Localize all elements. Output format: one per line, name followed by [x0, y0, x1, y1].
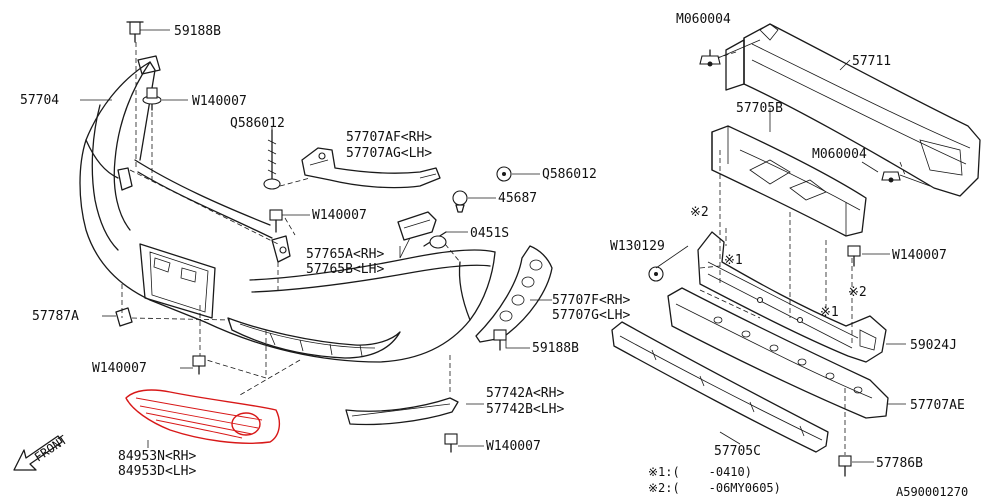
label-m060004-a: M060004: [676, 12, 731, 27]
label-57765a: 57765A<RH>: [306, 247, 384, 262]
label-57707af: 57707AF<RH>: [346, 130, 432, 145]
label-57711: 57711: [852, 54, 891, 69]
clip-w130129-icon: [648, 266, 664, 282]
label-w130129: W130129: [610, 239, 665, 254]
bracket-57765a: [397, 211, 437, 241]
label-84953n: 84953N<RH>: [118, 449, 196, 464]
drawing-code: A590001270: [896, 485, 968, 497]
bumper-face-57704: [79, 55, 496, 363]
label-57765b: 57765B<LH>: [306, 262, 384, 277]
reinforcement-57711: [725, 23, 981, 197]
fasteners: [115, 21, 901, 477]
clip-57787a-icon: [115, 307, 133, 327]
bolt-m060004-b-icon: [881, 171, 901, 183]
bracket-57742a: [345, 397, 459, 426]
label-57705b: 57705B: [736, 101, 783, 116]
under-cover-57705c: [611, 321, 829, 453]
label-59188b-b: 59188B: [532, 341, 579, 356]
label-m060004-b: M060004: [812, 147, 867, 162]
label-star1-b: ※1: [820, 305, 839, 320]
label-57707ag: 57707AG<LH>: [346, 146, 432, 161]
label-star2-a: ※2: [690, 205, 709, 220]
beam-59024j: [697, 231, 887, 363]
label-star2-b: ※2: [848, 285, 867, 300]
clip-59188b-top-icon: [126, 21, 144, 43]
label-w140007-e: W140007: [892, 248, 947, 263]
label-q586012-a: Q586012: [230, 116, 285, 131]
part-labels: 59188B 57704 W140007 Q586012 57707AF<RH>…: [20, 12, 968, 497]
label-57742a: 57742A<RH>: [486, 386, 564, 401]
label-57704: 57704: [20, 93, 59, 108]
label-q586012-b: Q586012: [542, 167, 597, 182]
leader-lines: [80, 29, 906, 463]
clip-w140007-e-icon: [847, 245, 861, 267]
label-w140007-d: W140007: [486, 439, 541, 454]
label-57786b: 57786B: [876, 456, 923, 471]
screw-q586012-a-icon: [263, 129, 281, 190]
reference-lines-right: [699, 51, 906, 455]
label-57707f: 57707F<RH>: [552, 293, 630, 308]
label-0451s: 0451S: [470, 226, 509, 241]
bracket-57707af: [301, 147, 441, 189]
clip-w140007-a-icon: [142, 87, 162, 111]
label-57707g: 57707G<LH>: [552, 308, 630, 323]
grommet-45687-icon: [452, 190, 468, 213]
reference-lines-left: [121, 42, 461, 396]
side-trim-57707f: [475, 245, 553, 343]
front-arrow: [13, 435, 63, 471]
label-59024j: 59024J: [910, 338, 957, 353]
label-45687: 45687: [498, 191, 537, 206]
clip-w140007-b-icon: [269, 209, 283, 233]
label-w140007-a: W140007: [192, 94, 247, 109]
absorber-57705b: [711, 125, 867, 237]
footnote-1: ※1:( -0410): [648, 465, 752, 479]
label-57707ae: 57707AE: [910, 398, 965, 413]
label-59188b-top: 59188B: [174, 24, 221, 39]
bolt-m060004-a-icon: [699, 49, 721, 67]
label-57787a: 57787A: [32, 309, 79, 324]
label-w140007-c: W140007: [92, 361, 147, 376]
screw-0451s-icon: [423, 231, 447, 249]
label-w140007-b: W140007: [312, 208, 367, 223]
label-84953d: 84953D<LH>: [118, 464, 196, 479]
footnote-2: ※2:( -06MY0605): [648, 481, 781, 495]
label-57705c: 57705C: [714, 444, 761, 459]
fog-grille-84953n: [125, 389, 281, 444]
nut-q586012-b-icon: [496, 166, 512, 182]
label-star1-a: ※1: [724, 253, 743, 268]
label-57742b: 57742B<LH>: [486, 402, 564, 417]
bracket-57707ae: [667, 287, 889, 419]
clip-59188b-b-icon: [493, 329, 507, 351]
label-front: FRONT: [32, 433, 70, 465]
clip-w140007-c-icon: [192, 355, 206, 375]
clip-57786b-icon: [838, 455, 852, 477]
clip-w140007-d-icon: [444, 433, 458, 453]
